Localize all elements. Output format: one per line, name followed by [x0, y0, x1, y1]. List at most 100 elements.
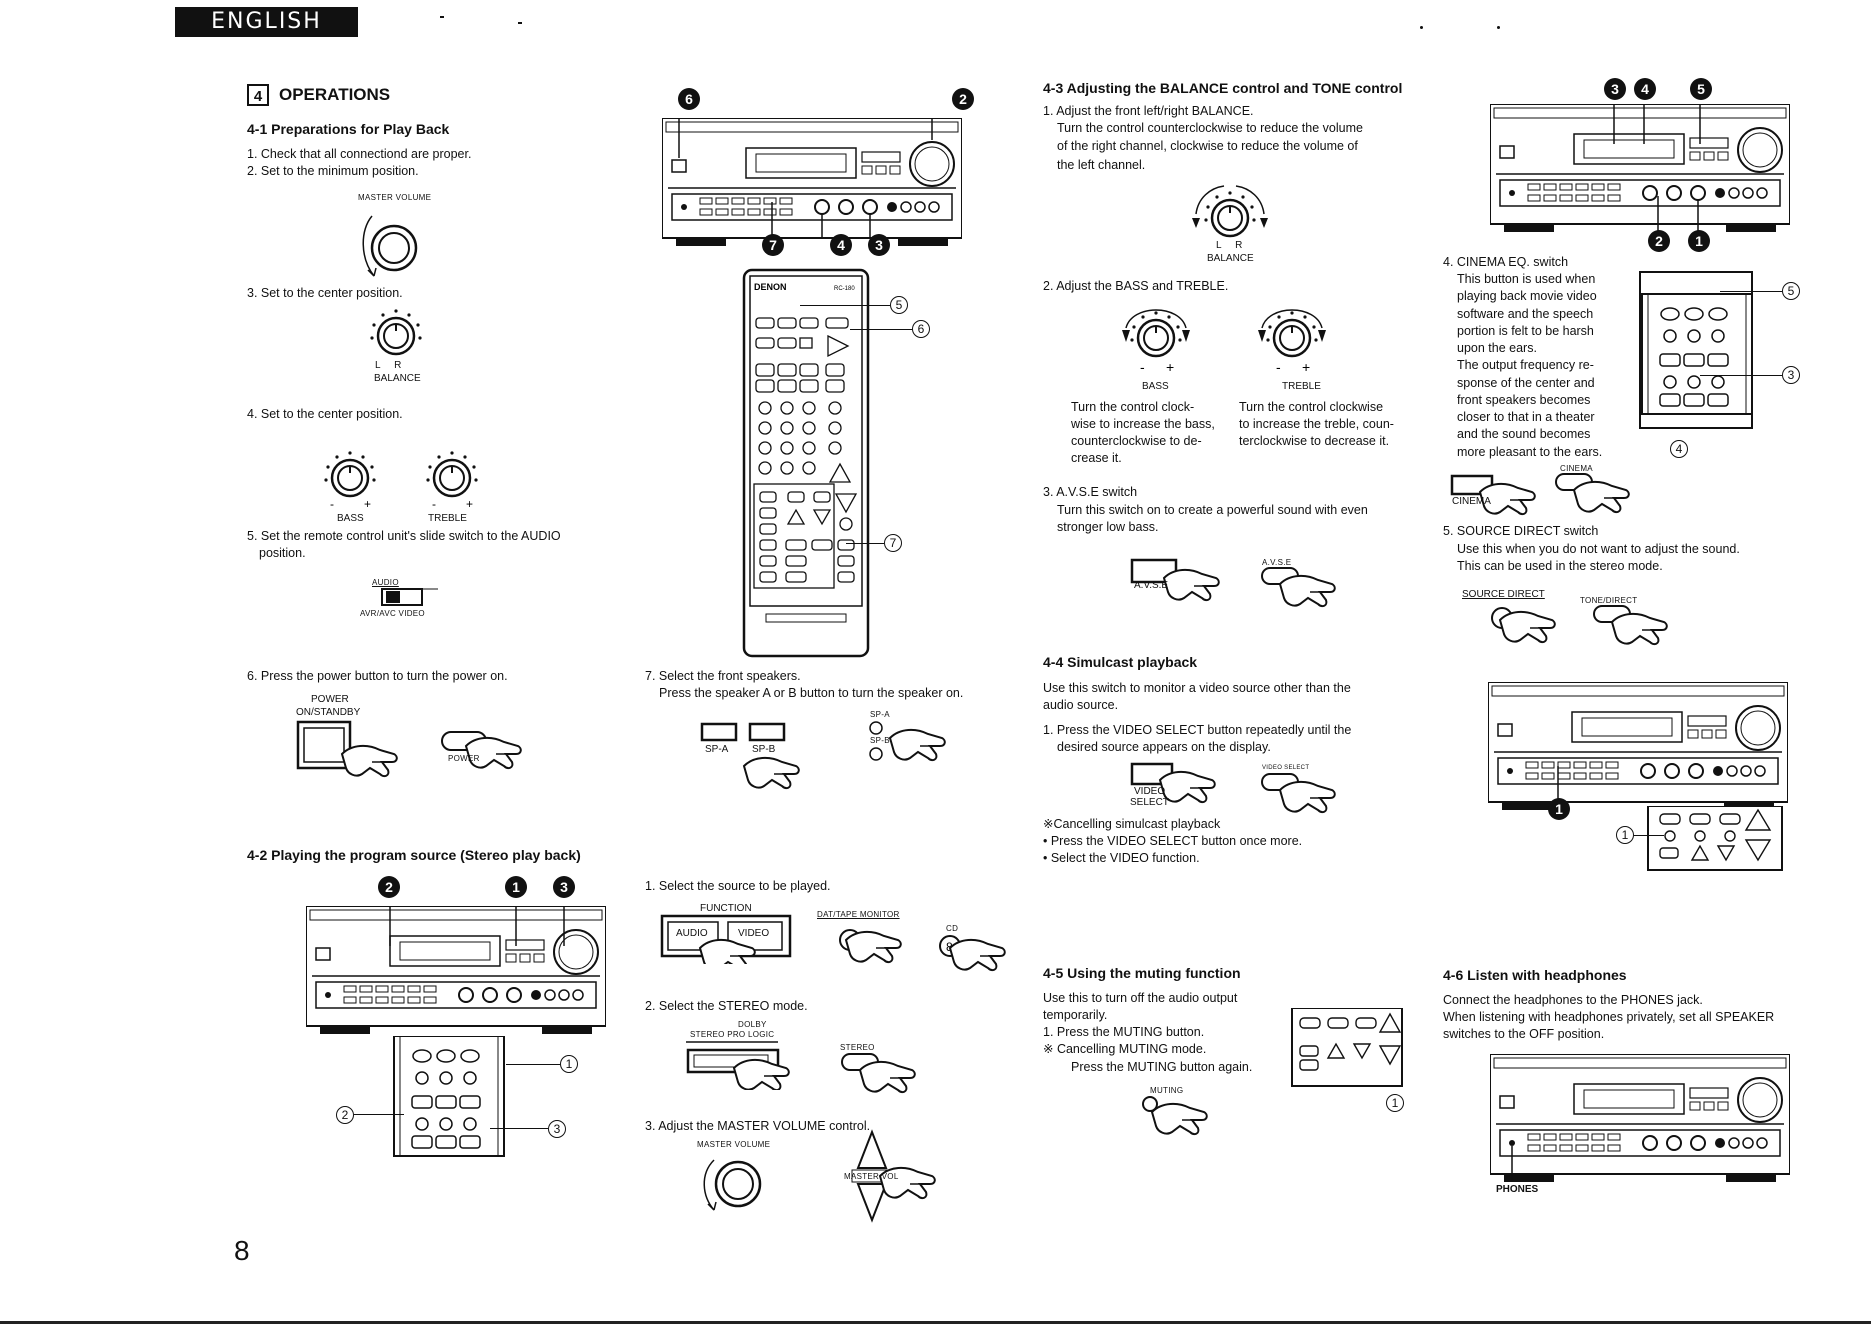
badge-3: 3: [553, 876, 575, 898]
avse-remote-icon: [1261, 567, 1336, 608]
function-label: FUNCTION: [700, 903, 752, 914]
s44-p2: audio source.: [1043, 698, 1119, 712]
remote-callout-5: 5: [890, 296, 908, 314]
s43-step2: 2. Adjust the BASS and TREBLE.: [1043, 279, 1229, 293]
s45-note1: ※ Cancelling MUTING mode.: [1043, 1042, 1207, 1056]
s42-step2: 2. Select the STEREO mode.: [645, 999, 808, 1013]
badge-5c: 5: [1690, 78, 1712, 100]
bass-desc-3: counterclockwise to de-: [1071, 434, 1202, 448]
power-remote-label: POWER: [448, 754, 480, 763]
muting-remote-detail-icon: [1291, 1008, 1403, 1087]
bass-desc-1: Turn the control clock-: [1071, 400, 1195, 414]
spl-label: STEREO PRO LOGIC: [690, 1030, 775, 1039]
s43-p3: the left channel.: [1057, 158, 1146, 172]
mv-label: MASTER VOLUME: [697, 1140, 771, 1149]
cd-remote-icon: 8: [939, 935, 1006, 972]
avse-button-icon: [1130, 558, 1220, 602]
s42-title: 4-2 Playing the program source (Stereo p…: [247, 847, 581, 863]
s44-title: 4-4 Simulcast playback: [1043, 654, 1198, 670]
avse-label: A.V.S.E: [1134, 580, 1169, 591]
avse-small-label: A.V.S.E: [1262, 558, 1292, 567]
bass-desc-2: wise to increase the bass,: [1071, 417, 1215, 431]
s41-step3: 3. Set to the center position.: [247, 286, 403, 300]
s45-note2: Press the MUTING button again.: [1071, 1060, 1253, 1074]
s45-p2: temporarily.: [1043, 1008, 1108, 1022]
s41-step5b: position.: [259, 546, 306, 560]
stereo-label: STEREO: [840, 1043, 875, 1052]
s41-step7b: Press the speaker A or B button to turn …: [659, 686, 964, 700]
svg-text:DENON: DENON: [754, 282, 787, 292]
source-direct-remote-icon: [1593, 605, 1668, 646]
section-number: 4: [247, 84, 269, 106]
badge-1c: 1: [1688, 230, 1710, 252]
amplifier-front-panel-5: [1490, 1054, 1790, 1183]
treble-adjust-icon: -+: [1258, 309, 1326, 375]
cinema-l1: This button is used when: [1457, 272, 1596, 286]
remote-callout-6: 6: [912, 320, 930, 338]
badge-2c: 2: [1648, 230, 1670, 252]
s43-treble-label: TREBLE: [1282, 381, 1321, 392]
muting-remote-icon: [1142, 1096, 1208, 1136]
callout-3: 3: [548, 1120, 566, 1138]
spb-label: SP-B: [752, 744, 776, 755]
bass-knob-icon: -+: [323, 450, 377, 511]
cinema-l2: playing back movie video: [1457, 289, 1597, 303]
s44-step1a: 1. Press the VIDEO SELECT button repeate…: [1043, 723, 1352, 737]
treble-desc-2: to increase the treble, coun-: [1239, 417, 1394, 431]
stereo-button-icon: [686, 1041, 790, 1090]
video-select-button-icon: [1130, 762, 1216, 804]
cinema-l7: sponse of the center and: [1457, 376, 1595, 390]
badge-1: 1: [505, 876, 527, 898]
s44-p1: Use this switch to monitor a video sourc…: [1043, 681, 1351, 695]
phones-label: PHONES: [1496, 1184, 1539, 1195]
sd-p2: This can be used in the stereo mode.: [1457, 559, 1663, 573]
cinema-l3: software and the speech: [1457, 307, 1594, 321]
amplifier-front-panel-3: [1490, 104, 1790, 234]
s41-title: 4-1 Preparations for Play Back: [247, 121, 450, 137]
s46-title: 4-6 Listen with headphones: [1443, 967, 1627, 983]
section-title: OPERATIONS: [279, 85, 391, 104]
remote-detail-icon: [393, 1036, 505, 1157]
avr-label: AVR/AVC VIDEO: [360, 609, 425, 618]
s43-title: 4-3 Adjusting the BALANCE control and TO…: [1043, 80, 1403, 96]
sd-callout-1: 1: [1616, 826, 1634, 844]
badge-3c: 3: [1604, 78, 1626, 100]
badge-3b: 3: [868, 234, 890, 256]
muting-label: MUTING: [1150, 1086, 1184, 1095]
power-label-2: ON/STANDBY: [296, 707, 361, 718]
svg-text:RC-180: RC-180: [834, 286, 855, 292]
s45-p1: Use this to turn off the audio output: [1043, 991, 1238, 1005]
source-direct-knob-icon: [1491, 607, 1556, 644]
dolby-label: DOLBY: [738, 1020, 767, 1029]
function-buttons-icon: [660, 914, 792, 964]
power-button-icon: [296, 720, 398, 778]
s41-step7a: 7. Select the front speakers.: [645, 669, 801, 683]
badge-2: 2: [378, 876, 400, 898]
bass-adjust-icon: -+: [1122, 309, 1190, 375]
s41-step4: 4. Set to the center position.: [247, 407, 403, 421]
cinema-callout-3: 3: [1782, 366, 1800, 384]
s43-step3: 3. A.V.S.E switch: [1043, 485, 1138, 499]
bass-label: BASS: [337, 513, 364, 524]
avse-p2: stronger low bass.: [1057, 520, 1159, 534]
cinema-l8: front speakers becomes: [1457, 393, 1591, 407]
amplifier-front-panel-2: [662, 118, 962, 247]
svg-text:-: -: [432, 497, 436, 511]
video-button: VIDEO: [738, 928, 770, 939]
audio-label: AUDIO: [372, 578, 399, 587]
svg-text:8: 8: [946, 940, 953, 954]
badge-1d: 1: [1548, 798, 1570, 820]
page-number: 8: [234, 1235, 250, 1266]
badge-4: 4: [830, 234, 852, 256]
power-remote-button-icon: [441, 731, 522, 770]
cinema-callout-5: 5: [1782, 282, 1800, 300]
cinema-remote-icon: [1555, 473, 1630, 514]
svg-text:+: +: [364, 497, 371, 511]
s42-step3: 3. Adjust the MASTER VOLUME control.: [645, 1119, 871, 1133]
balance-adjust-icon: [1192, 185, 1268, 238]
badge-2b: 2: [952, 88, 974, 110]
svg-text:+: +: [466, 497, 473, 511]
treble-desc-1: Turn the control clockwise: [1239, 400, 1384, 414]
speaker-remote-icon: [869, 721, 946, 762]
language-tab: ENGLISH: [175, 7, 358, 37]
